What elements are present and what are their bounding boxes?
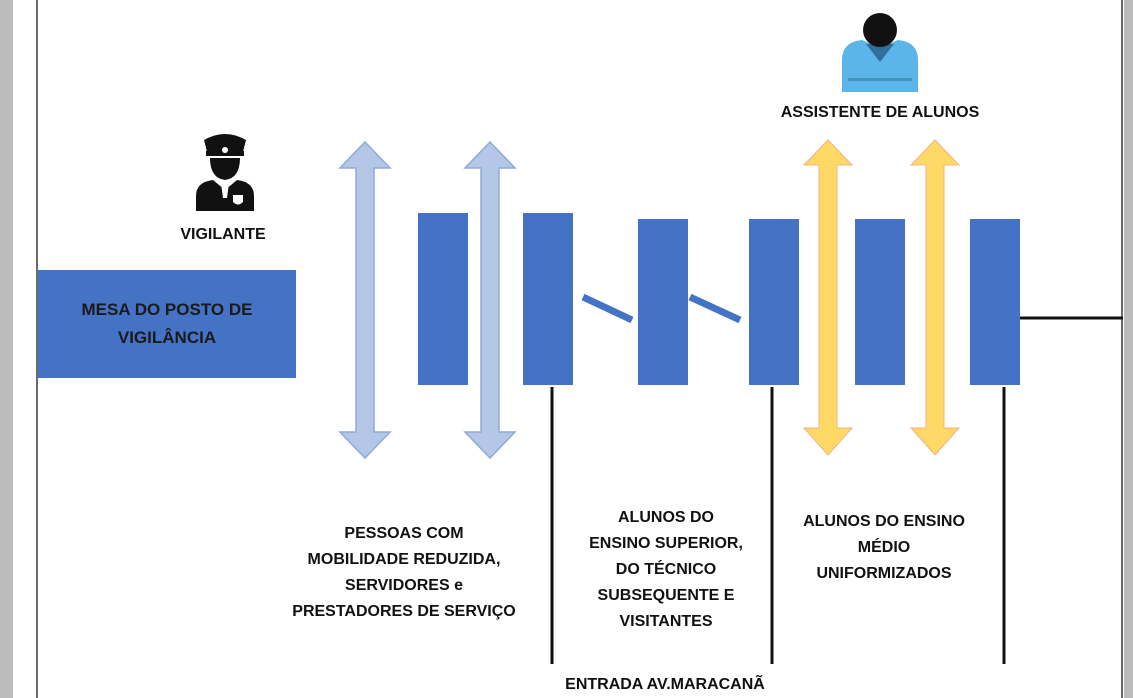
turnstile-block-1 <box>418 213 468 385</box>
guard-label: VIGILANTE <box>180 226 266 243</box>
gate-arm-2 <box>688 293 742 324</box>
double-arrow-yellow-2 <box>909 139 961 456</box>
lane-label-higher-education: ALUNOS DO ENSINO SUPERIOR, DO TÉCNICO SU… <box>589 509 743 630</box>
double-arrow-yellow-1 <box>802 139 854 456</box>
page-edge-right <box>1124 0 1133 698</box>
lane-label-high-school: ALUNOS DO ENSINO MÉDIO UNIFORMIZADOS <box>803 513 965 582</box>
turnstile-block-6 <box>970 219 1020 385</box>
page-edge-left <box>0 0 13 698</box>
lane-label-accessibility-staff: PESSOAS COM MOBILIDADE REDUZIDA, SERVIDO… <box>292 525 516 620</box>
police-officer-icon <box>196 134 254 211</box>
double-arrow-light-1 <box>338 140 392 460</box>
entrance-label: ENTRADA AV.MARACANÃ <box>565 676 765 693</box>
security-desk: MESA DO POSTO DE VIGILÂNCIA <box>38 270 296 378</box>
double-arrow-light-2 <box>463 140 517 460</box>
gate-arm-1 <box>581 293 634 324</box>
turnstile-block-3 <box>638 219 688 385</box>
turnstile-block-4 <box>749 219 799 385</box>
turnstile-block-2 <box>523 213 573 385</box>
assistant-label: ASSISTENTE DE ALUNOS <box>780 104 980 121</box>
page-border-left <box>36 0 38 698</box>
page-border-right <box>1121 0 1123 698</box>
student-assistant-icon <box>842 13 918 92</box>
turnstile-block-5 <box>855 219 905 385</box>
